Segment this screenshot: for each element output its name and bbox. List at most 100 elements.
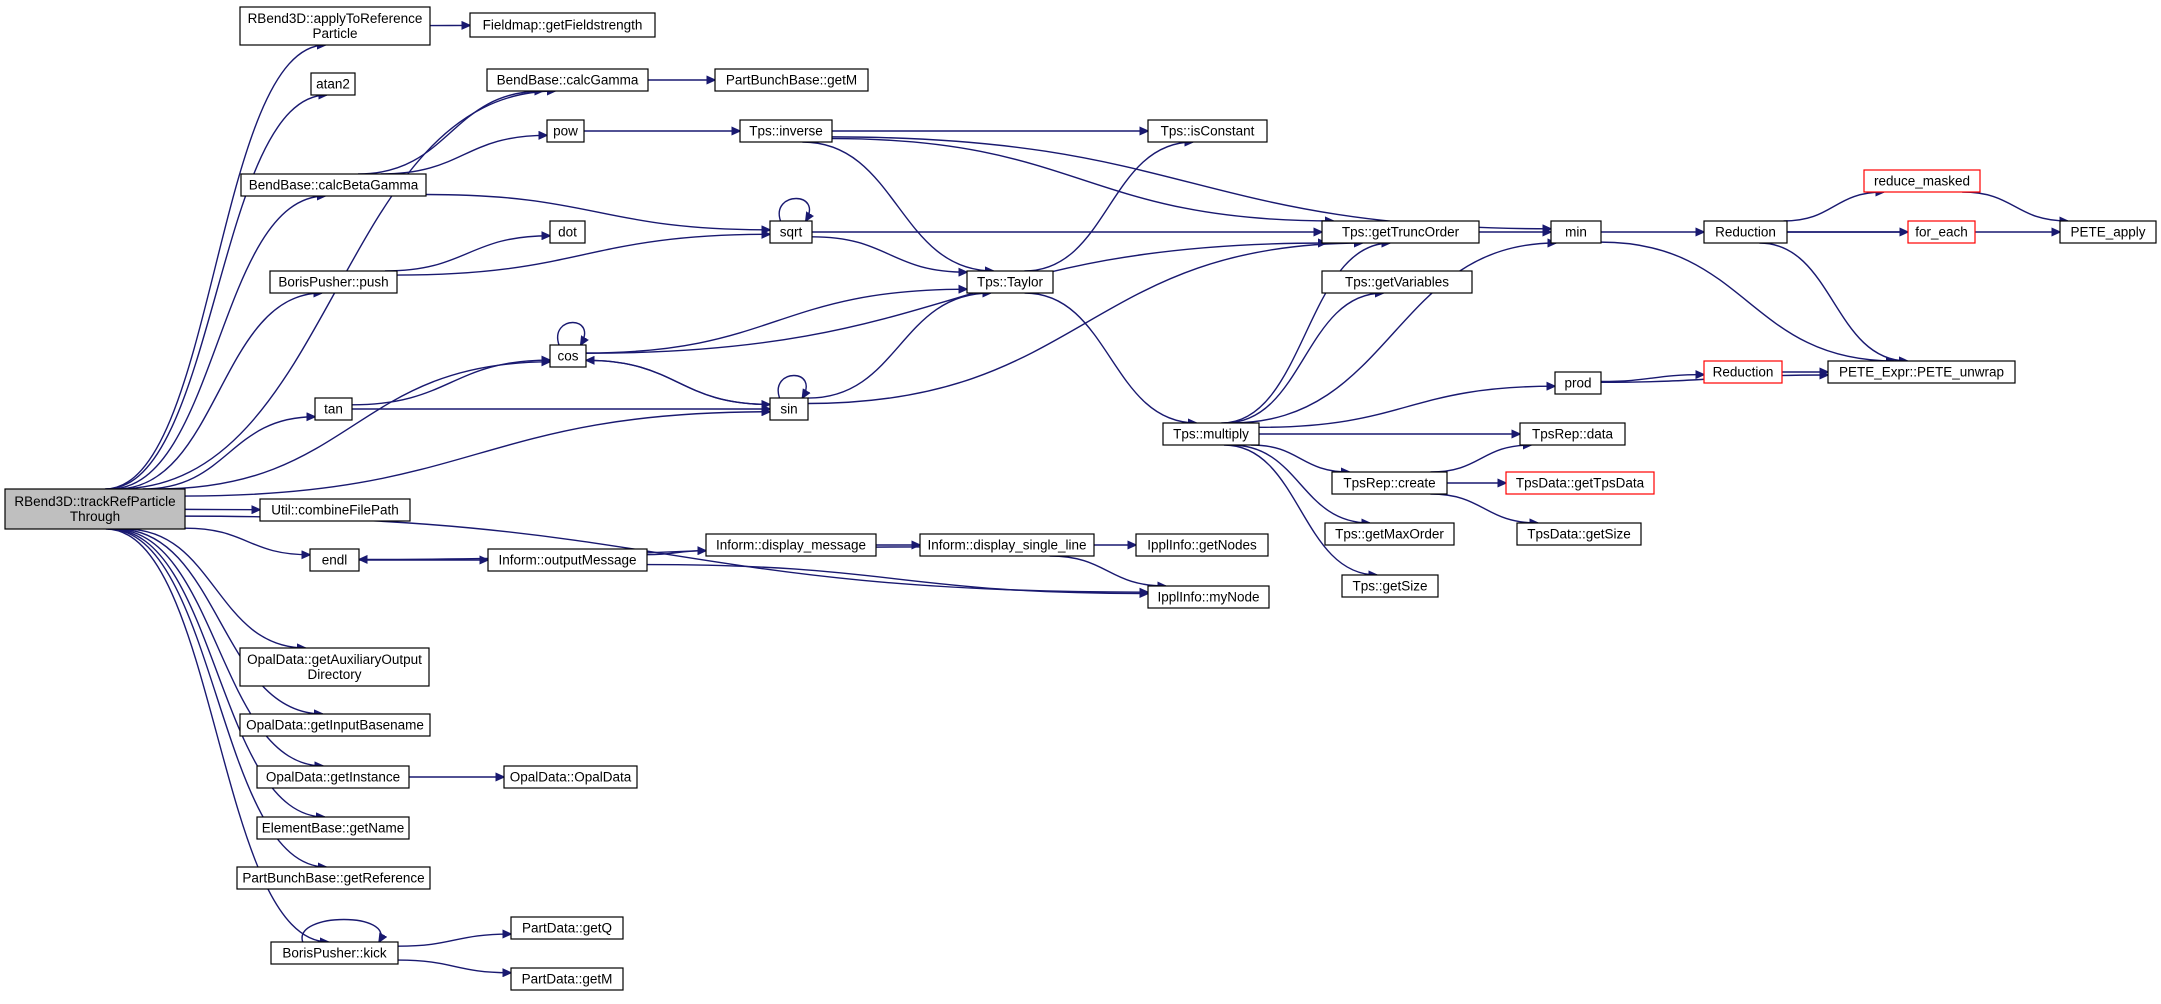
edge-red1-to-redmask — [1784, 192, 1884, 221]
node-label: OpalData::getAuxiliaryOutput — [247, 652, 422, 667]
node-repcreate[interactable]: TpsRep::create — [1332, 472, 1447, 494]
node-red2[interactable]: Reduction — [1704, 361, 1782, 383]
node-label: PETE_Expr::PETE_unwrap — [1839, 365, 2004, 380]
node-sqrt[interactable]: sqrt — [770, 221, 812, 243]
node-getname[interactable]: ElementBase::getName — [257, 817, 409, 839]
node-dispmsg[interactable]: Inform::display_message — [706, 534, 876, 556]
node-label: BorisPusher::kick — [282, 946, 387, 961]
node-redmask[interactable]: reduce_masked — [1864, 170, 1980, 192]
edge-sin-to-taylor — [808, 293, 991, 398]
node-label: Inform::display_single_line — [927, 538, 1086, 553]
node-inbase[interactable]: OpalData::getInputBasename — [240, 714, 430, 736]
node-label: OpalData::OpalData — [510, 770, 632, 785]
node-label: ElementBase::getName — [262, 821, 405, 836]
edge-root-to-tan — [143, 417, 315, 489]
node-label: Particle — [312, 26, 357, 41]
node-foreach[interactable]: for_each — [1908, 221, 1975, 243]
node-nodes[interactable]: IpplInfo::getNodes — [1136, 534, 1268, 556]
node-atan2[interactable]: atan2 — [311, 73, 355, 95]
node-unwrap[interactable]: PETE_Expr::PETE_unwrap — [1828, 361, 2015, 383]
edge-mult-to-min — [1231, 243, 1556, 423]
node-label: OpalData::getInputBasename — [246, 718, 424, 733]
node-cos[interactable]: cos — [550, 345, 586, 367]
node-label: cos — [557, 349, 578, 364]
node-label: Fieldmap::getFieldstrength — [483, 18, 643, 33]
node-mynode[interactable]: IpplInfo::myNode — [1148, 586, 1269, 608]
node-repdata[interactable]: TpsRep::data — [1520, 423, 1625, 445]
node-label: Reduction — [1713, 365, 1774, 380]
node-bbcg[interactable]: BendBase::calcGamma — [487, 69, 648, 91]
edge-tpsinv-to-trunc — [832, 139, 1334, 221]
edge-red1-to-unwrap — [1759, 243, 1907, 361]
node-label: dot — [558, 225, 577, 240]
node-label: TpsRep::create — [1343, 476, 1435, 491]
node-pbgetm[interactable]: PartBunchBase::getM — [715, 69, 868, 91]
node-prod[interactable]: prod — [1555, 372, 1601, 394]
node-label: Directory — [307, 667, 361, 682]
edge-sqrt-to-taylor — [812, 237, 967, 272]
node-label: reduce_masked — [1874, 174, 1970, 189]
edge-bbcbg-to-pow — [381, 135, 547, 174]
node-taylor[interactable]: Tps::Taylor — [967, 271, 1053, 293]
edge-mult-to-trunc — [1221, 243, 1390, 423]
node-getq[interactable]: PartData::getQ — [511, 917, 623, 939]
node-label: Inform::display_message — [716, 538, 866, 553]
node-peteapply[interactable]: PETE_apply — [2060, 221, 2156, 243]
node-kick[interactable]: BorisPusher::kick — [271, 942, 398, 964]
node-min[interactable]: min — [1551, 221, 1601, 243]
node-tpsconst[interactable]: Tps::isConstant — [1148, 120, 1267, 142]
node-label: Util::combineFilePath — [271, 503, 399, 518]
node-getref[interactable]: PartBunchBase::getReference — [237, 867, 430, 889]
node-label: IpplInfo::getNodes — [1147, 538, 1257, 553]
node-label: TpsData::getTpsData — [1516, 476, 1645, 491]
node-label: Tps::isConstant — [1161, 124, 1255, 139]
node-bbcbg[interactable]: BendBase::calcBetaGamma — [241, 174, 426, 196]
node-opaldata[interactable]: OpalData::OpalData — [504, 766, 637, 788]
node-pdgetm[interactable]: PartData::getM — [511, 968, 623, 990]
node-dispsl[interactable]: Inform::display_single_line — [920, 534, 1094, 556]
node-bppush[interactable]: BorisPusher::push — [270, 271, 397, 293]
node-maxorder[interactable]: Tps::getMaxOrder — [1325, 523, 1454, 545]
edge-bbcbg-to-bbcg — [358, 91, 543, 174]
node-pow[interactable]: pow — [547, 120, 584, 142]
node-gettpsdata[interactable]: TpsData::getTpsData — [1506, 472, 1654, 494]
edge-cos-to-taylor — [586, 289, 967, 353]
node-endl[interactable]: endl — [310, 549, 359, 571]
node-label: Tps::getMaxOrder — [1335, 527, 1444, 542]
edge-repcreate-to-tdsize — [1430, 494, 1538, 523]
node-dot[interactable]: dot — [550, 221, 585, 243]
node-tdsize[interactable]: TpsData::getSize — [1517, 523, 1641, 545]
edge-kick-to-getq — [398, 934, 511, 946]
node-sin[interactable]: sin — [770, 398, 808, 420]
node-red1[interactable]: Reduction — [1704, 221, 1787, 243]
node-trunc[interactable]: Tps::getTruncOrder — [1322, 221, 1479, 243]
node-label: Tps::multiply — [1173, 427, 1249, 442]
edge-sin-to-cos — [586, 360, 770, 404]
node-fm[interactable]: Fieldmap::getFieldstrength — [470, 13, 655, 37]
edge-tpsinv-to-min — [832, 137, 1551, 229]
node-label: Tps::getSize — [1352, 579, 1427, 594]
node-tpssize[interactable]: Tps::getSize — [1342, 575, 1438, 597]
node-label: tan — [324, 402, 343, 417]
node-getvars[interactable]: Tps::getVariables — [1322, 271, 1472, 293]
node-mult[interactable]: Tps::multiply — [1163, 423, 1259, 445]
node-label: PartData::getM — [522, 972, 613, 987]
node-tan[interactable]: tan — [315, 398, 352, 420]
edge-sin-to-sin — [778, 376, 806, 399]
edge-min-to-unwrap — [1601, 242, 1894, 361]
node-label: RBend3D::applyToReference — [248, 11, 423, 26]
node-tpsinv[interactable]: Tps::inverse — [740, 120, 832, 142]
node-label: for_each — [1915, 225, 1968, 240]
node-getinst[interactable]: OpalData::getInstance — [257, 766, 409, 788]
node-outmsg[interactable]: Inform::outputMessage — [488, 549, 647, 571]
node-combine[interactable]: Util::combineFilePath — [260, 499, 410, 521]
edge-redmask-to-peteapply — [1962, 192, 2068, 221]
node-label: Inform::outputMessage — [498, 553, 636, 568]
edge-root-to-bppush — [116, 293, 322, 489]
edge-bbcbg-to-sqrt — [426, 195, 770, 230]
